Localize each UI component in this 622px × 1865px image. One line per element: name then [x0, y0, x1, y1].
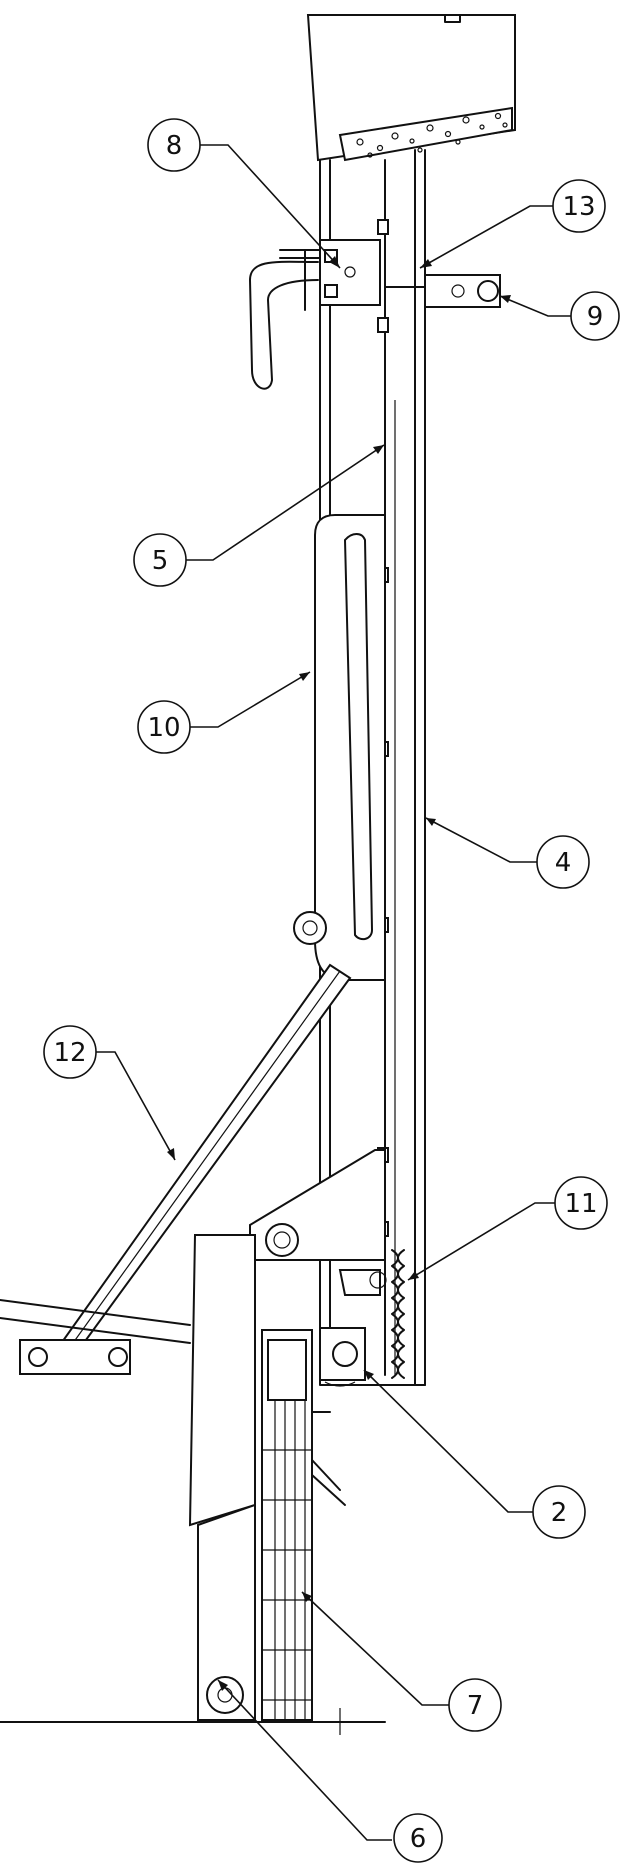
leader-lines [96, 144, 571, 1841]
callout-label-13: 13 [562, 192, 595, 222]
bottom-hinge [319, 1327, 366, 1387]
top-pivot [384, 274, 501, 308]
callout-label-7: 7 [467, 1691, 484, 1721]
callout-label-6: 6 [410, 1824, 427, 1854]
callout-4: 4 [536, 835, 590, 889]
callout-11: 11 [554, 1176, 608, 1230]
grille [261, 1329, 346, 1721]
latch-bracket [249, 239, 381, 390]
aggregate-dots [356, 112, 508, 158]
callout-5: 5 [133, 533, 187, 587]
callout-10: 10 [137, 700, 191, 754]
callout-label-10: 10 [147, 713, 180, 743]
ground-line [0, 1708, 386, 1735]
anchor-block [0, 1299, 191, 1375]
callout-label-12: 12 [53, 1038, 86, 1068]
top-hood [306, 14, 516, 162]
callout-6: 6 [393, 1813, 443, 1863]
callout-label-11: 11 [564, 1189, 597, 1219]
shield-plate [188, 1234, 256, 1721]
spring-coil [391, 1249, 405, 1379]
callout-13: 13 [552, 179, 606, 233]
callout-7: 7 [448, 1678, 502, 1732]
callout-label-5: 5 [152, 546, 169, 576]
lower-gusset [249, 1149, 387, 1296]
callout-2: 2 [532, 1485, 586, 1539]
callout-8: 8 [147, 118, 201, 172]
callout-label-8: 8 [166, 131, 183, 161]
callout-label-9: 9 [587, 302, 604, 332]
callout-label-2: 2 [551, 1498, 568, 1528]
counterweight-arm [293, 514, 386, 981]
callout-12: 12 [43, 1025, 97, 1079]
callout-label-4: 4 [555, 848, 572, 878]
callout-9: 9 [570, 291, 620, 341]
